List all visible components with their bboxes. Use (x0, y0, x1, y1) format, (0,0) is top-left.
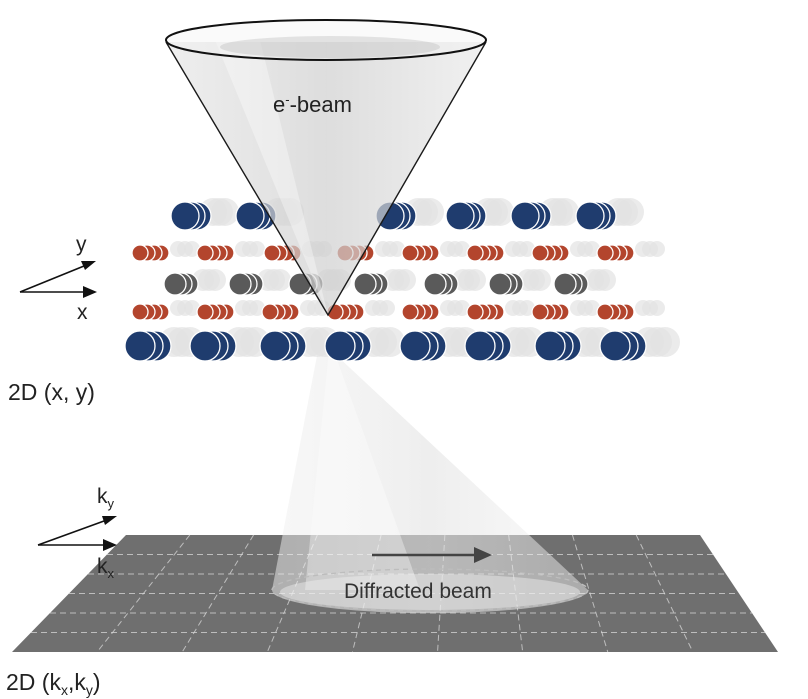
ky-axis-arrowhead (102, 516, 117, 525)
detector-grid-column (96, 534, 191, 653)
atom-small (131, 303, 149, 321)
atom-small (596, 303, 614, 321)
electron-beam-cone (165, 19, 487, 317)
atom-large (534, 330, 566, 362)
recip-axis-ky-label: ky (97, 485, 115, 511)
atom-small (466, 303, 484, 321)
real-space-caption: 2D (x, y) (8, 379, 95, 405)
atom-medium (353, 272, 377, 296)
atom-medium (488, 272, 512, 296)
atom-small (401, 303, 419, 321)
atom-large (235, 201, 265, 231)
real-axis-y-label: y (76, 233, 87, 256)
detector-grid-column (571, 534, 609, 653)
kx-axis-arrowhead (103, 539, 117, 551)
atom-large (124, 330, 156, 362)
atom-large (464, 330, 496, 362)
atom-small (596, 244, 614, 262)
atom-medium (553, 272, 577, 296)
atom-small (466, 244, 484, 262)
atom-small (196, 303, 214, 321)
diffraction-spot-ellipse (271, 568, 589, 612)
atom-small (531, 303, 549, 321)
detector-grid-column (181, 534, 254, 653)
real-axis-x-label: x (77, 301, 88, 324)
atom-small (263, 244, 281, 262)
atom-small (531, 244, 549, 262)
detector-grid-column (635, 534, 694, 653)
atom-medium (163, 272, 187, 296)
atom-large (189, 330, 221, 362)
diffraction-arrow (372, 547, 492, 563)
atom-medium (228, 272, 252, 296)
atom-small (261, 303, 279, 321)
x-axis-arrowhead (83, 286, 97, 298)
atomic-lattice (124, 198, 680, 362)
diffracted-cone (271, 340, 589, 614)
y-axis-arrowhead (81, 261, 96, 270)
atom-large (510, 201, 540, 231)
atom-large (599, 330, 631, 362)
atom-large (575, 201, 605, 231)
atom-large (399, 330, 431, 362)
recip-axis-kx-label: kx (97, 555, 115, 581)
atom-large (445, 201, 475, 231)
atom-small (131, 244, 149, 262)
beam-label: e--beam (273, 92, 352, 117)
atom-large (170, 201, 200, 231)
atom-small (196, 244, 214, 262)
atom-large (259, 330, 291, 362)
reciprocal-space-caption: 2D (kx,ky) (6, 669, 101, 698)
atom-small (401, 244, 419, 262)
beam-aperture-ellipse (165, 19, 487, 61)
atom-medium (423, 272, 447, 296)
diffracted-beam-label: Diffracted beam (344, 580, 492, 603)
atom-large (324, 330, 356, 362)
real-space-axes: y x (19, 233, 97, 324)
reciprocal-space-axes: ky kx (37, 485, 117, 581)
